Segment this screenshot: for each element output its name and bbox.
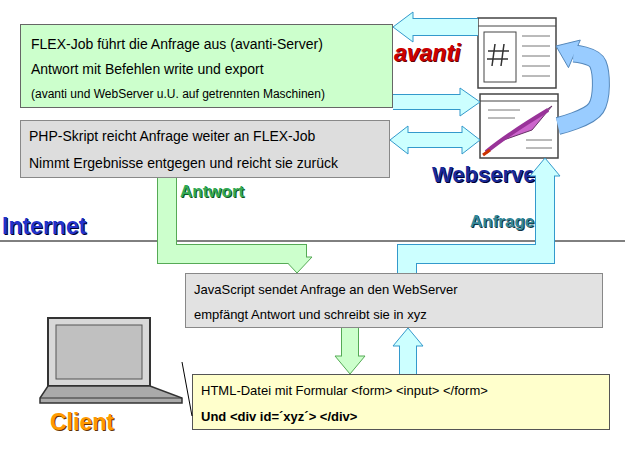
node-text: avanti bbox=[394, 40, 460, 67]
internet-line bbox=[0, 241, 625, 242]
title-bar bbox=[478, 26, 556, 27]
arrow-shaft bbox=[558, 53, 601, 126]
leader-line bbox=[182, 362, 192, 416]
arrow-head bbox=[335, 356, 365, 374]
window-frame bbox=[478, 18, 556, 88]
arrow-outline bbox=[393, 94, 461, 110]
window-row bbox=[526, 148, 552, 149]
arrow-head bbox=[460, 88, 480, 116]
node-text: HTML-Datei mit Formular <form> <input> <… bbox=[201, 378, 601, 404]
laptop-edge bbox=[40, 398, 182, 399]
process-box: FLEX-Job führt die Anfrage aus (avanti-S… bbox=[20, 24, 393, 108]
block-arrow bbox=[167, 178, 312, 273]
webserver-icon bbox=[480, 94, 558, 158]
arrow-shaft bbox=[400, 345, 416, 374]
arrow-shaft bbox=[412, 19, 478, 35]
node-text: JavaScript sendet Anfrage an den WebServ… bbox=[194, 277, 594, 302]
block-arrow bbox=[390, 126, 480, 154]
arrow-head bbox=[556, 40, 580, 68]
arrow-outline bbox=[407, 132, 463, 148]
window-row bbox=[522, 56, 550, 57]
hash-symbol bbox=[501, 44, 504, 66]
arrow-head bbox=[282, 257, 312, 273]
window-row bbox=[488, 110, 520, 111]
block-arrow bbox=[393, 88, 480, 116]
node-text: (avanti und WebServer u.U. auf getrennte… bbox=[31, 82, 382, 106]
node-text: Webserver bbox=[432, 162, 544, 188]
node-text: Antwort mit Befehlen write und export bbox=[31, 57, 382, 82]
node-text: empfängt Antwort und schreibt sie in xyz bbox=[194, 302, 594, 327]
arrow-shaft bbox=[407, 175, 545, 273]
arrow-outline bbox=[399, 345, 417, 374]
window-row bbox=[522, 46, 550, 47]
window-panel bbox=[484, 32, 516, 82]
window-frame bbox=[480, 94, 558, 158]
block-arrow bbox=[556, 40, 601, 126]
laptop-lid bbox=[48, 318, 150, 386]
node-text: Und <div id=´xyz´> </div> bbox=[201, 404, 601, 430]
arrow-shaft bbox=[342, 328, 358, 357]
node-text: FLEX-Job führt die Anfrage aus (avanti-S… bbox=[31, 32, 382, 57]
laptop-screen bbox=[56, 325, 142, 379]
arrow-head bbox=[393, 328, 423, 346]
quill-shaft bbox=[486, 110, 548, 152]
server-icon: Webserver bbox=[480, 94, 558, 158]
block-arrow bbox=[335, 328, 365, 374]
server-icon: avanti bbox=[478, 18, 556, 88]
arrow-outline bbox=[167, 178, 297, 258]
hash-symbol bbox=[487, 58, 508, 60]
block-arrow bbox=[393, 12, 478, 42]
document-box: HTML-Datei mit Formular <form> <input> <… bbox=[192, 374, 610, 430]
leader-line bbox=[182, 362, 192, 416]
laptop-icon bbox=[40, 318, 182, 403]
title-bar bbox=[480, 101, 558, 102]
node-text: Client bbox=[50, 409, 114, 436]
avanti-server-icon bbox=[478, 18, 556, 88]
block-arrow bbox=[407, 158, 560, 273]
edge-label: Anfrage bbox=[470, 212, 534, 232]
window-row bbox=[488, 118, 515, 119]
window-row bbox=[522, 76, 550, 77]
arrow-head bbox=[462, 126, 480, 154]
hash-symbol bbox=[488, 50, 509, 52]
block-arrow bbox=[393, 328, 423, 374]
process-box: PHP-Skript reicht Anfrage weiter an FLEX… bbox=[20, 120, 390, 178]
arrow-head bbox=[390, 126, 408, 154]
laptop-base bbox=[40, 386, 182, 403]
window-row bbox=[522, 66, 550, 67]
node-text: PHP-Skript reicht Anfrage weiter an FLEX… bbox=[29, 123, 381, 150]
quill-nib bbox=[483, 150, 490, 155]
process-box: JavaScript sendet Anfrage an den WebServ… bbox=[185, 273, 603, 328]
client-icon: Client bbox=[40, 315, 182, 403]
arrow-outline bbox=[558, 53, 601, 126]
node-text: Nimmt Ergebnisse entgegen und reicht sie… bbox=[29, 150, 381, 177]
window-row bbox=[526, 140, 552, 141]
arrow-outline bbox=[412, 18, 478, 36]
arrow-outline bbox=[341, 328, 359, 357]
hash-symbol bbox=[492, 44, 495, 66]
window-row bbox=[522, 36, 550, 37]
arrow-shaft bbox=[393, 95, 461, 109]
arrow-shaft bbox=[407, 133, 463, 147]
network-label: Internet bbox=[2, 213, 86, 240]
arrow-outline bbox=[407, 175, 545, 273]
arrow-shaft bbox=[167, 178, 297, 258]
edge-label: Antwort bbox=[180, 182, 244, 202]
arrow-head bbox=[393, 12, 413, 42]
